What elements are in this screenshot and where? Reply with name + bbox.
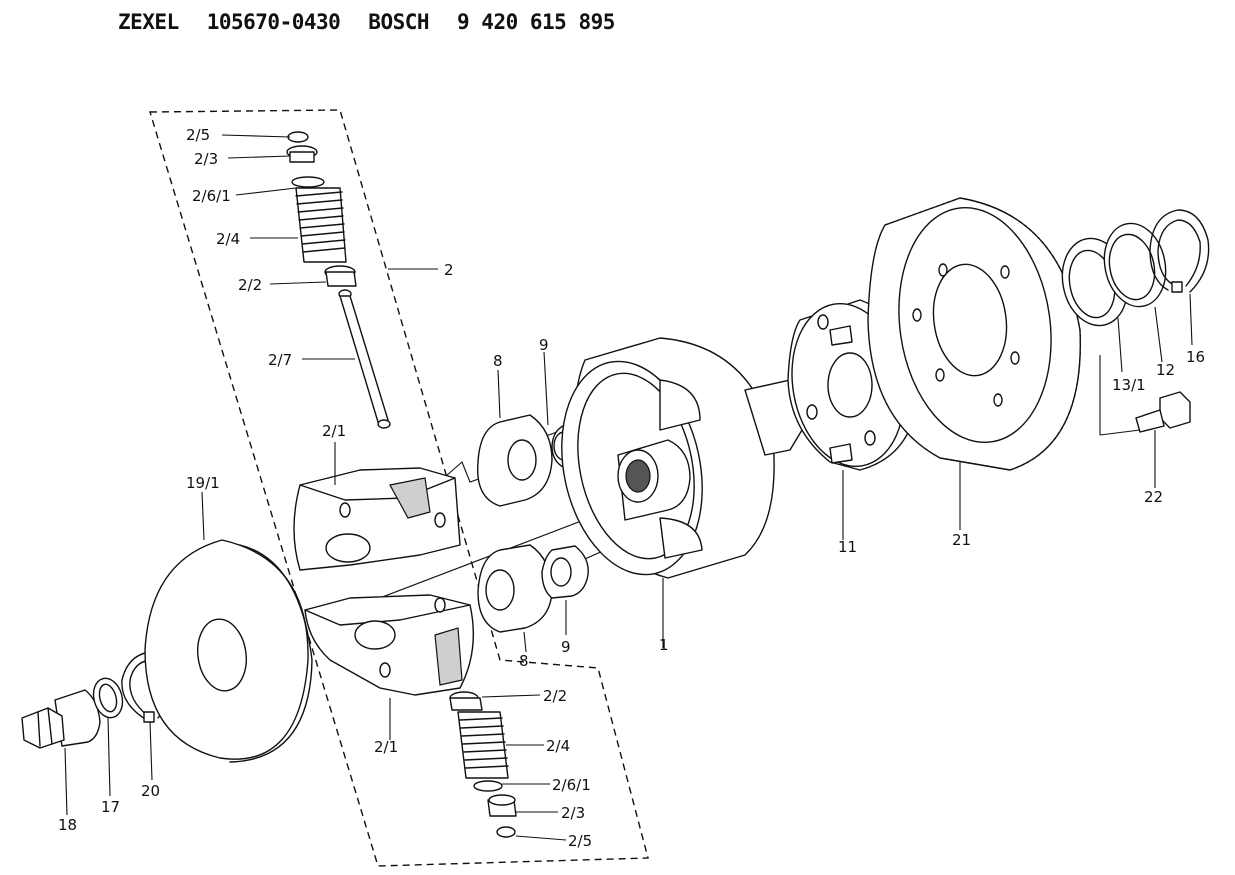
leader-lines: [64, 134, 1193, 841]
label-2-5-top: 2/5: [186, 126, 210, 144]
label-1: 1: [659, 636, 669, 654]
part-19-1-disc: [144, 539, 313, 763]
part-number-zexel: 105670-0430: [206, 10, 341, 34]
label-21: 21: [952, 531, 971, 549]
brand-zexel: ZEXEL: [118, 10, 179, 34]
label-2-6-1-bottom: 2/6/1: [552, 776, 591, 794]
part-number-bosch: 9 420 615 895: [457, 10, 615, 34]
part-2-1-upper-block: [293, 467, 461, 571]
label-2-4-top: 2/4: [216, 230, 240, 248]
label-2-6-1-top: 2/6/1: [192, 187, 231, 205]
part-9-spacer-bottom: [541, 545, 589, 599]
label-2: 2: [444, 261, 454, 279]
label-2-7: 2/7: [268, 351, 292, 369]
label-20: 20: [141, 782, 160, 800]
part-16-circlip: [1149, 209, 1210, 293]
label-17: 17: [101, 798, 120, 816]
label-2-1-top: 2/1: [322, 422, 346, 440]
label-12: 12: [1156, 361, 1175, 379]
part-8-washer-bottom: [477, 544, 553, 633]
label-19-1: 19/1: [186, 474, 220, 492]
label-16: 16: [1186, 348, 1205, 366]
part-11-flange: [787, 299, 919, 471]
label-2-5-bottom: 2/5: [568, 832, 592, 850]
drawing-header: ZEXEL 105670-0430 BOSCH 9 420 615 895: [118, 10, 615, 42]
label-2-3-top: 2/3: [194, 150, 218, 168]
valve-stack-bottom: [449, 691, 517, 838]
callout-labels: 2/5 2/3 2/6/1 2/4 2/2 2 2/7 2/1 8 9 19/1…: [58, 126, 1205, 850]
part-18-plug: [21, 689, 101, 749]
label-11: 11: [838, 538, 857, 556]
brand-bosch: BOSCH: [368, 10, 430, 34]
label-18: 18: [58, 816, 77, 834]
label-2-2-top: 2/2: [238, 276, 262, 294]
part-8-washer-top: [476, 414, 553, 507]
label-22: 22: [1144, 488, 1163, 506]
label-2-1-bottom: 2/1: [374, 738, 398, 756]
label-8-top: 8: [493, 352, 503, 370]
label-13-1: 13/1: [1112, 376, 1146, 394]
valve-stack-top: [286, 131, 391, 429]
part-1-hub-housing: [561, 337, 804, 579]
label-2-3-bottom: 2/3: [561, 804, 585, 822]
part-21-gear: [867, 197, 1082, 471]
part-22-bolt: [1135, 391, 1191, 433]
part-17-ring: [92, 677, 124, 719]
label-8-bottom: 8: [519, 652, 529, 670]
label-2-2-bottom: 2/2: [543, 687, 567, 705]
label-2-4-bottom: 2/4: [546, 737, 570, 755]
part-2-1-lower-block: [304, 594, 474, 696]
label-9-top: 9: [539, 336, 549, 354]
label-9-bottom: 9: [561, 638, 571, 656]
